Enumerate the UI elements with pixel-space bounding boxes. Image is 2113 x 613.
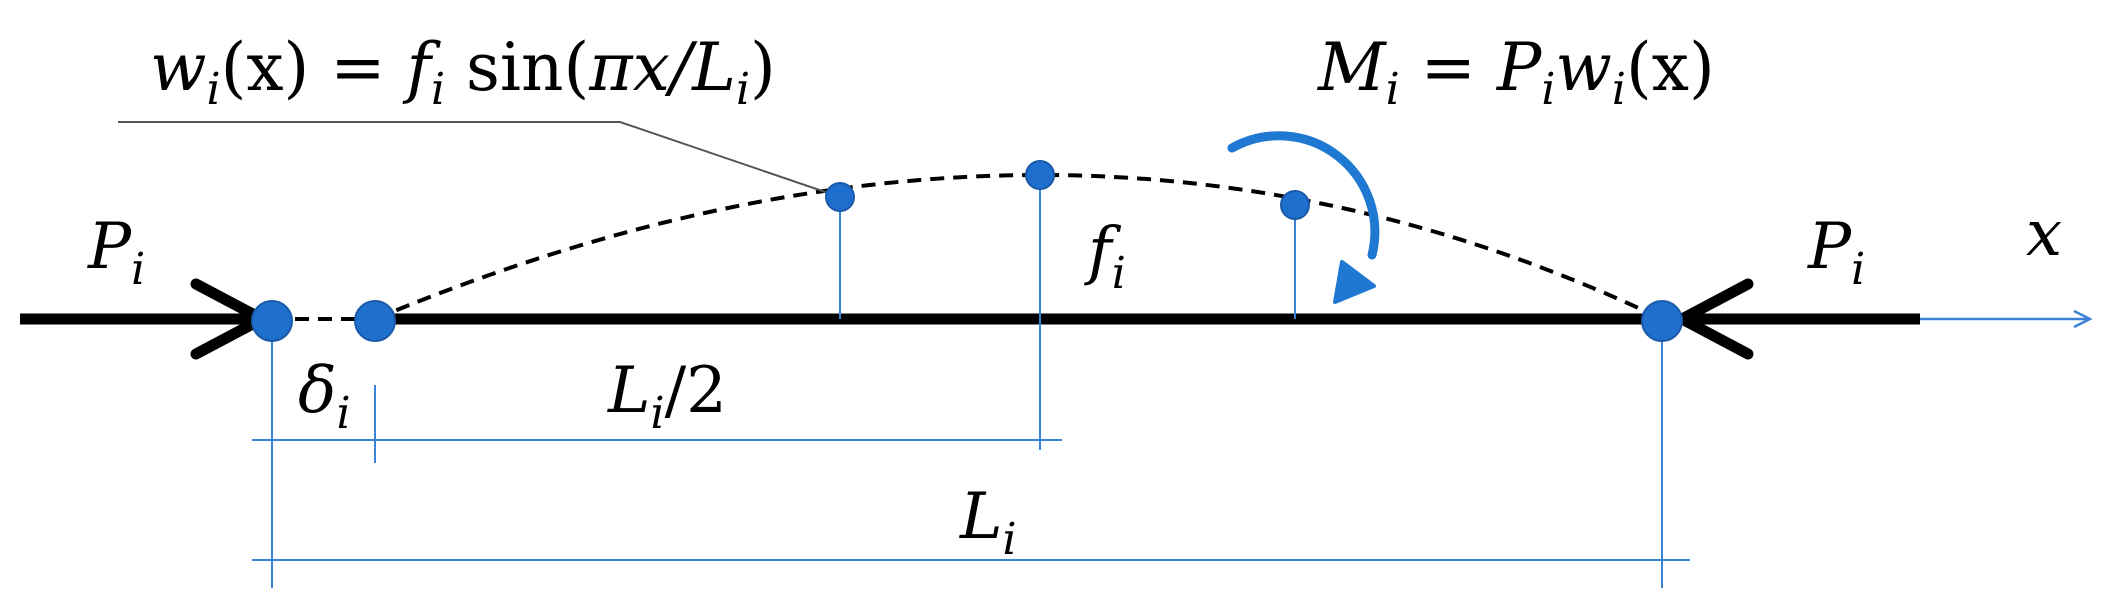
node-displaced-end [354,300,396,342]
node-right-end [1641,300,1683,342]
length-label: Li [959,480,1017,565]
shortening-label: δi [298,354,351,439]
node-left-end [251,300,293,342]
moment-arrowhead [1333,260,1376,304]
moment-formula: Mi = Piwi(x) [1317,29,1715,115]
load-left-label: Pi [87,210,145,295]
amplitude-label: fi [1084,214,1126,299]
moment-arrow-arc [1227,131,1380,260]
curve-point-1 [825,182,855,212]
deflection-formula: wi(x) = fi sin(πx/Li) [150,29,776,115]
load-right-label: Pi [1807,210,1865,295]
deflection-curve-dashed [374,172,1663,321]
curve-point-3 [1280,190,1310,220]
x-axis-label: x [2026,197,2062,271]
curve-point-midspan [1025,160,1055,190]
half-length-label: Li/2 [607,354,727,439]
formula-leader-line [118,121,841,198]
